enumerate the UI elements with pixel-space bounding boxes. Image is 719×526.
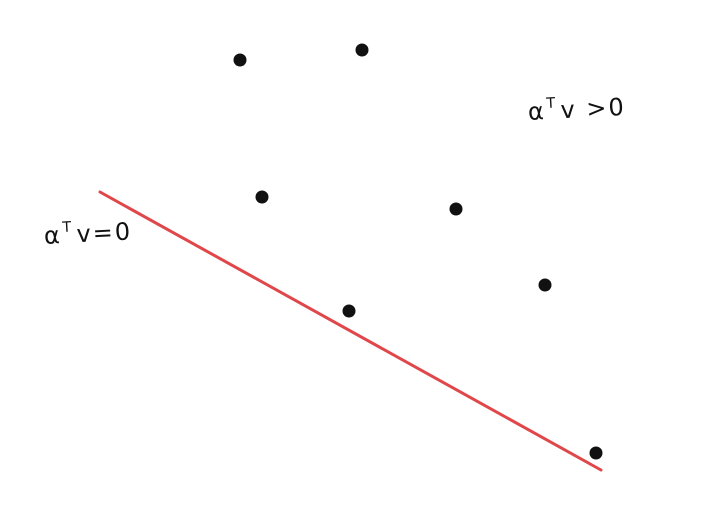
data-point [233,53,247,67]
transpose-superscript: T [546,95,558,113]
data-point [255,190,269,204]
alpha-symbol: α [527,97,547,126]
data-point [342,304,356,318]
data-point [589,446,603,460]
alpha-symbol: α [43,221,63,250]
data-point [355,43,369,57]
boundary-line [98,190,603,472]
transpose-superscript: T [62,219,74,237]
data-point [538,278,552,292]
boundary-equation-label: αTv=0 [43,217,133,250]
inequality-text: v >0 [559,92,627,125]
equation-text: v=0 [75,217,133,249]
positive-region-label: αTv >0 [527,93,626,126]
data-point [449,202,463,216]
data-points [233,43,603,460]
